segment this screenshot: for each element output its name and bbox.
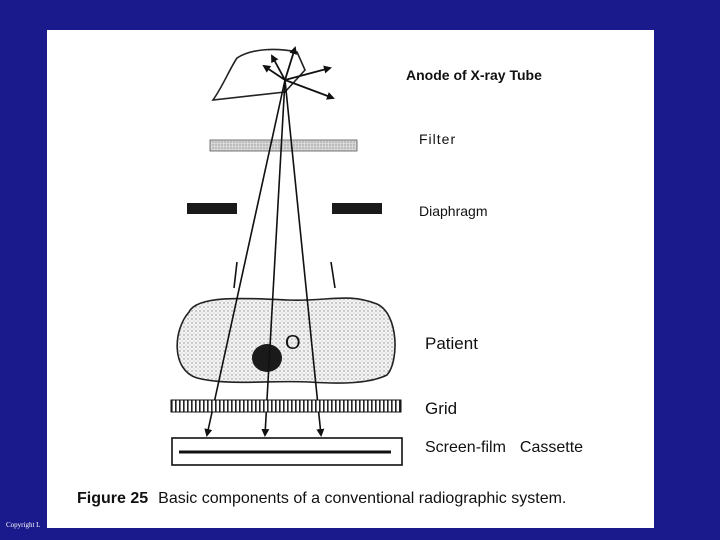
figure-number: Figure 25 bbox=[77, 490, 149, 507]
cassette-label-part1: Screen-film bbox=[425, 439, 506, 456]
filter-label: Filter bbox=[419, 131, 457, 147]
anode-shape bbox=[211, 48, 306, 101]
xray-beams bbox=[204, 79, 325, 437]
grid-label: Grid bbox=[425, 399, 458, 418]
anode-label: Anode of X-ray Tube bbox=[406, 67, 542, 83]
copyright-text: Copyright L bbox=[6, 521, 41, 529]
radiography-diagram bbox=[170, 46, 403, 466]
beam-edge-right bbox=[330, 261, 336, 289]
caption-text: Basic components of a conventional radio… bbox=[158, 490, 567, 507]
patient-label: Patient bbox=[425, 334, 478, 353]
object-in-patient bbox=[252, 344, 282, 372]
cassette-label-part2: Cassette bbox=[519, 439, 584, 456]
cassette-label: Screen-film Cassette bbox=[425, 439, 583, 457]
focal-spot-arrows bbox=[262, 46, 335, 100]
grid-plate bbox=[170, 399, 402, 413]
diaphragm-label: Diaphragm bbox=[419, 203, 488, 219]
beam-edge-left bbox=[233, 261, 238, 289]
slide: Anode of X-ray Tube Filter Diaphragm Pat… bbox=[47, 30, 654, 528]
figure-caption: Figure 25 Basic components of a conventio… bbox=[77, 490, 566, 508]
filter-plate bbox=[209, 139, 358, 152]
diaphragm-left bbox=[187, 203, 237, 214]
object-marker-label: O bbox=[285, 332, 301, 354]
diaphragm-right bbox=[332, 203, 382, 214]
